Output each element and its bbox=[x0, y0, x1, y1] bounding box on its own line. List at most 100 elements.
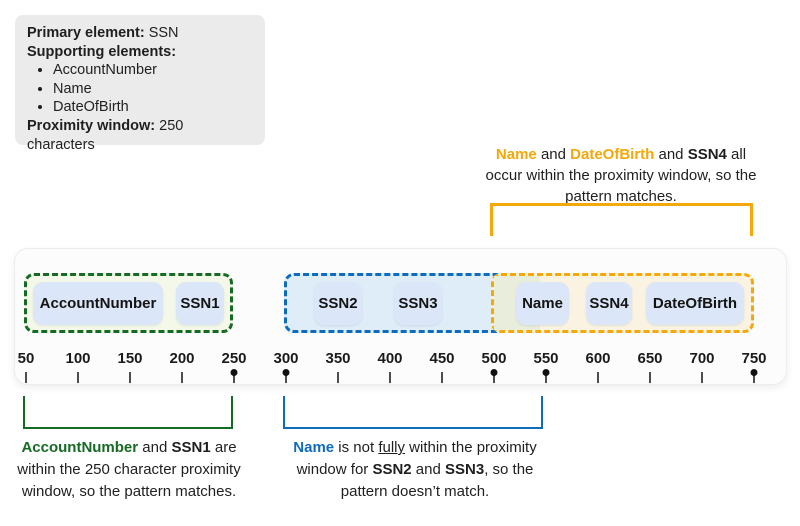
text-segment: , so the bbox=[484, 461, 534, 478]
text-line: within the 250 character proximity bbox=[5, 459, 253, 481]
ruler-tick-450: 450 bbox=[416, 350, 468, 385]
tick-line bbox=[701, 372, 703, 383]
tick-stem bbox=[0, 370, 52, 385]
tick-line bbox=[77, 372, 79, 383]
ruler-tick-650: 650 bbox=[624, 350, 676, 385]
text-segment: occur within the proximity window, so th… bbox=[485, 167, 757, 184]
tick-stem bbox=[208, 369, 260, 385]
tick-label: 650 bbox=[637, 350, 663, 367]
ruler-tick-350: 350 bbox=[312, 350, 364, 385]
text-line: window for SSN2 and SSN3, so the bbox=[262, 459, 568, 481]
text-segment: is not bbox=[334, 439, 379, 456]
text-segment: within the 250 character proximity bbox=[17, 461, 241, 478]
ruler-tick-400: 400 bbox=[364, 350, 416, 385]
tick-label: 500 bbox=[481, 350, 507, 367]
proximity-window-label: Proximity window: bbox=[27, 117, 156, 134]
bracket-blue bbox=[283, 396, 543, 429]
text-line: Name and DateOfBirth and SSN4 all bbox=[458, 144, 784, 165]
tick-line bbox=[545, 372, 547, 383]
tick-line bbox=[181, 372, 183, 383]
ruler-tick-250: 250 bbox=[208, 350, 260, 385]
primary-element-label: Primary element: bbox=[27, 25, 145, 41]
proximity-window-line: Proximity window: 250 characters bbox=[27, 117, 253, 154]
tick-label: 300 bbox=[273, 350, 299, 367]
tick-stem bbox=[520, 369, 572, 385]
tick-stem bbox=[676, 370, 728, 385]
tick-line bbox=[753, 372, 755, 383]
tick-line bbox=[649, 372, 651, 383]
tick-stem bbox=[416, 370, 468, 385]
tick-line bbox=[25, 372, 27, 383]
tick-stem bbox=[312, 370, 364, 385]
tick-dot bbox=[750, 369, 758, 376]
tick-stem bbox=[156, 370, 208, 385]
highlight-bold: SSN2 bbox=[372, 461, 412, 478]
text-line: occur within the proximity window, so th… bbox=[458, 165, 784, 186]
supporting-elements-list: AccountNumberNameDateOfBirth bbox=[27, 61, 253, 117]
token-name: Name bbox=[516, 282, 569, 325]
bracket-orange bbox=[490, 203, 753, 236]
supporting-element-item: DateOfBirth bbox=[53, 98, 253, 117]
tick-stem bbox=[468, 369, 520, 385]
token-ssn2: SSN2 bbox=[314, 282, 362, 325]
ruler-tick-750: 750 bbox=[728, 350, 780, 385]
tick-label: 600 bbox=[585, 350, 611, 367]
tick-dot bbox=[230, 369, 238, 376]
token-ssn4: SSN4 bbox=[586, 282, 632, 325]
token-ssn1: SSN1 bbox=[176, 282, 224, 325]
text-segment: and bbox=[654, 146, 688, 163]
tick-dot bbox=[490, 369, 498, 376]
caption-orange-match: Name and DateOfBirth and SSN4 all occur w… bbox=[458, 144, 784, 207]
ruler-tick-100: 100 bbox=[52, 350, 104, 385]
supporting-element-item: AccountNumber bbox=[53, 61, 253, 80]
tick-stem bbox=[728, 369, 780, 385]
tick-dot bbox=[282, 369, 290, 376]
tick-label: 550 bbox=[533, 350, 559, 367]
tick-label: 150 bbox=[117, 350, 143, 367]
supporting-elements-label-line: Supporting elements: bbox=[27, 43, 253, 62]
caption-green-match: AccountNumber and SSN1 are within the 250… bbox=[5, 437, 253, 503]
text-segment: all bbox=[726, 146, 747, 163]
highlight-bold: SSN4 bbox=[687, 146, 727, 163]
tick-label: 50 bbox=[17, 350, 35, 367]
ruler-tick-200: 200 bbox=[156, 350, 208, 385]
tick-stem bbox=[260, 369, 312, 385]
proximity-window-value: 250 characters bbox=[27, 117, 184, 153]
tick-stem bbox=[364, 370, 416, 385]
text-segment: and bbox=[536, 146, 571, 163]
tick-stem bbox=[52, 370, 104, 385]
bracket-green bbox=[23, 396, 233, 429]
highlight-underline: fully bbox=[378, 439, 405, 456]
ruler-tick-700: 700 bbox=[676, 350, 728, 385]
text-segment: and bbox=[411, 461, 446, 478]
tick-line bbox=[129, 372, 131, 383]
text-line: pattern doesn’t match. bbox=[262, 481, 568, 503]
supporting-elements-label: Supporting elements: bbox=[27, 43, 177, 60]
tick-stem bbox=[572, 370, 624, 385]
text-segment: and bbox=[138, 439, 172, 456]
highlight-bold: SSN1 bbox=[171, 439, 211, 456]
ruler-tick-50: 50 bbox=[0, 350, 52, 385]
tick-line bbox=[337, 372, 339, 383]
token-ssn3: SSN3 bbox=[394, 282, 442, 325]
highlight-bold: SSN3 bbox=[445, 461, 485, 478]
tick-label: 350 bbox=[325, 350, 351, 367]
text-line: AccountNumber and SSN1 are bbox=[5, 437, 253, 459]
ruler-tick-500: 500 bbox=[468, 350, 520, 385]
token-accountnumber: AccountNumber bbox=[33, 282, 163, 325]
token-dateofbirth: DateOfBirth bbox=[646, 282, 744, 325]
tick-line bbox=[441, 372, 443, 383]
tick-dot bbox=[542, 369, 550, 376]
primary-element-value: SSN bbox=[148, 25, 179, 41]
highlight-green: AccountNumber bbox=[21, 439, 139, 456]
ruler-tick-300: 300 bbox=[260, 350, 312, 385]
text-line: pattern matches. bbox=[458, 186, 784, 207]
highlight-blue: Name bbox=[293, 439, 335, 456]
tick-line bbox=[389, 372, 391, 383]
tick-line bbox=[493, 372, 495, 383]
tick-label: 400 bbox=[377, 350, 403, 367]
text-segment: are bbox=[210, 439, 237, 456]
highlight-orange: DateOfBirth bbox=[570, 146, 655, 163]
text-segment: pattern doesn’t match. bbox=[340, 483, 490, 500]
